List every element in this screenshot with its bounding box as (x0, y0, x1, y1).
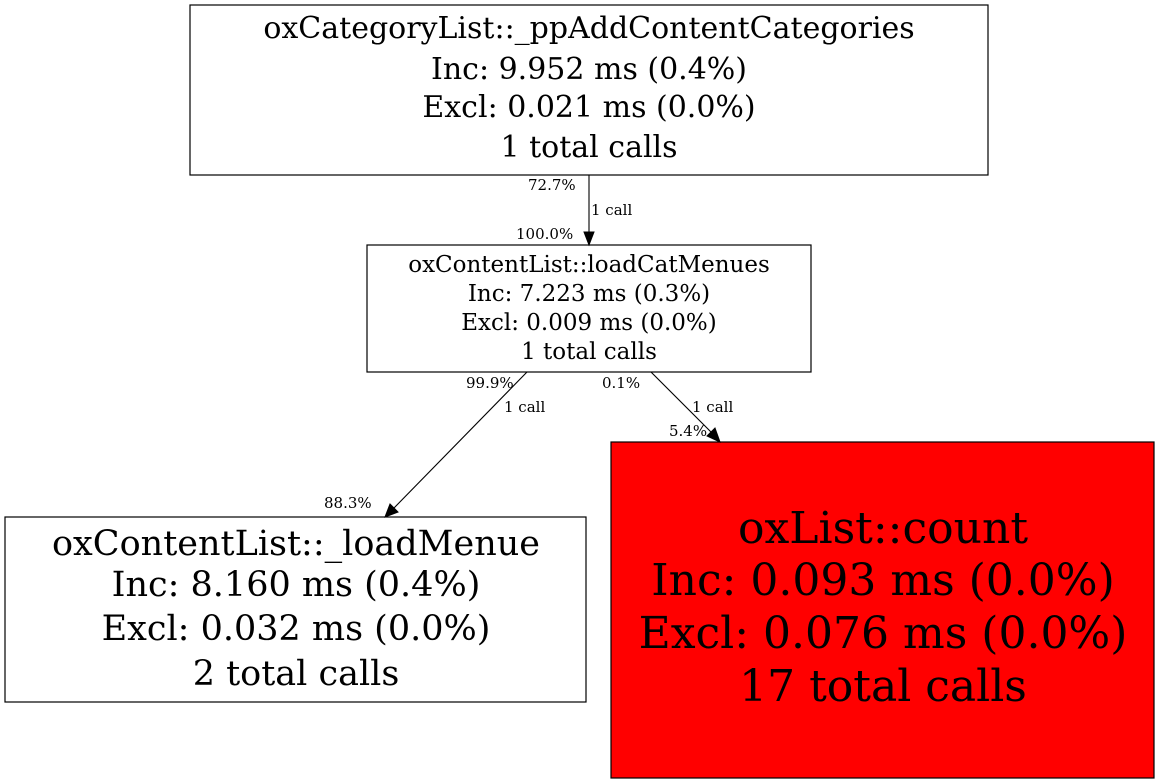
edge-call-count: 1 call (692, 398, 733, 416)
arrow-head (384, 503, 399, 518)
node-total-calls: 1 total calls (500, 130, 677, 165)
arrow-head (706, 427, 721, 443)
node-title: oxContentList::loadCatMenues (408, 252, 770, 278)
arrow-head (583, 231, 595, 247)
edge-load-cat-menues-to-list-count: 0.1% 1 call 5.4% (602, 371, 733, 443)
node-total-calls: 1 total calls (521, 339, 657, 365)
node-exclusive-time: Excl: 0.032 ms (0.0%) (102, 609, 491, 649)
edge-tail-percent: 72.7% (528, 176, 576, 194)
node-inclusive-time: Inc: 7.223 ms (0.3%) (468, 281, 710, 307)
node-exclusive-time: Excl: 0.021 ms (0.0%) (422, 90, 755, 125)
node-title: oxCategoryList::_ppAddContentCategories (263, 11, 914, 46)
node-load-menue[interactable]: oxContentList::_loadMenue Inc: 8.160 ms … (4, 516, 587, 703)
node-title: oxList::count (738, 503, 1028, 554)
node-title: oxContentList::_loadMenue (52, 524, 540, 564)
edge-head-percent: 100.0% (516, 225, 573, 243)
edge-line (393, 371, 528, 509)
node-load-cat-menues[interactable]: oxContentList::loadCatMenues Inc: 7.223 … (366, 244, 812, 373)
edge-load-cat-menues-to-load-menue: 99.9% 1 call 88.3% (324, 371, 545, 518)
node-box (366, 244, 812, 373)
node-list-count[interactable]: oxList::count Inc: 0.093 ms (0.0%) Excl:… (610, 441, 1155, 779)
node-total-calls: 2 total calls (193, 654, 400, 694)
node-exclusive-time: Excl: 0.009 ms (0.0%) (461, 310, 717, 336)
edge-call-count: 1 call (591, 201, 632, 219)
node-inclusive-time: Inc: 9.952 ms (0.4%) (431, 52, 747, 87)
node-inclusive-time: Inc: 0.093 ms (0.0%) (651, 555, 1115, 606)
edge-add-categories-to-load-cat-menues: 72.7% 1 call 100.0% (516, 175, 632, 247)
node-inclusive-time: Inc: 8.160 ms (0.4%) (112, 565, 481, 605)
edge-call-count: 1 call (504, 398, 545, 416)
node-box (189, 4, 989, 176)
node-exclusive-time: Excl: 0.076 ms (0.0%) (639, 608, 1128, 659)
node-total-calls: 17 total calls (739, 661, 1027, 712)
node-box (610, 441, 1155, 779)
edge-head-percent: 5.4% (669, 422, 707, 440)
node-box (4, 516, 587, 703)
edge-line (650, 371, 712, 433)
edge-tail-percent: 99.9% (466, 374, 514, 392)
edge-tail-percent: 0.1% (602, 374, 640, 392)
node-add-content-categories[interactable]: oxCategoryList::_ppAddContentCategories … (189, 4, 989, 176)
edge-head-percent: 88.3% (324, 494, 372, 512)
